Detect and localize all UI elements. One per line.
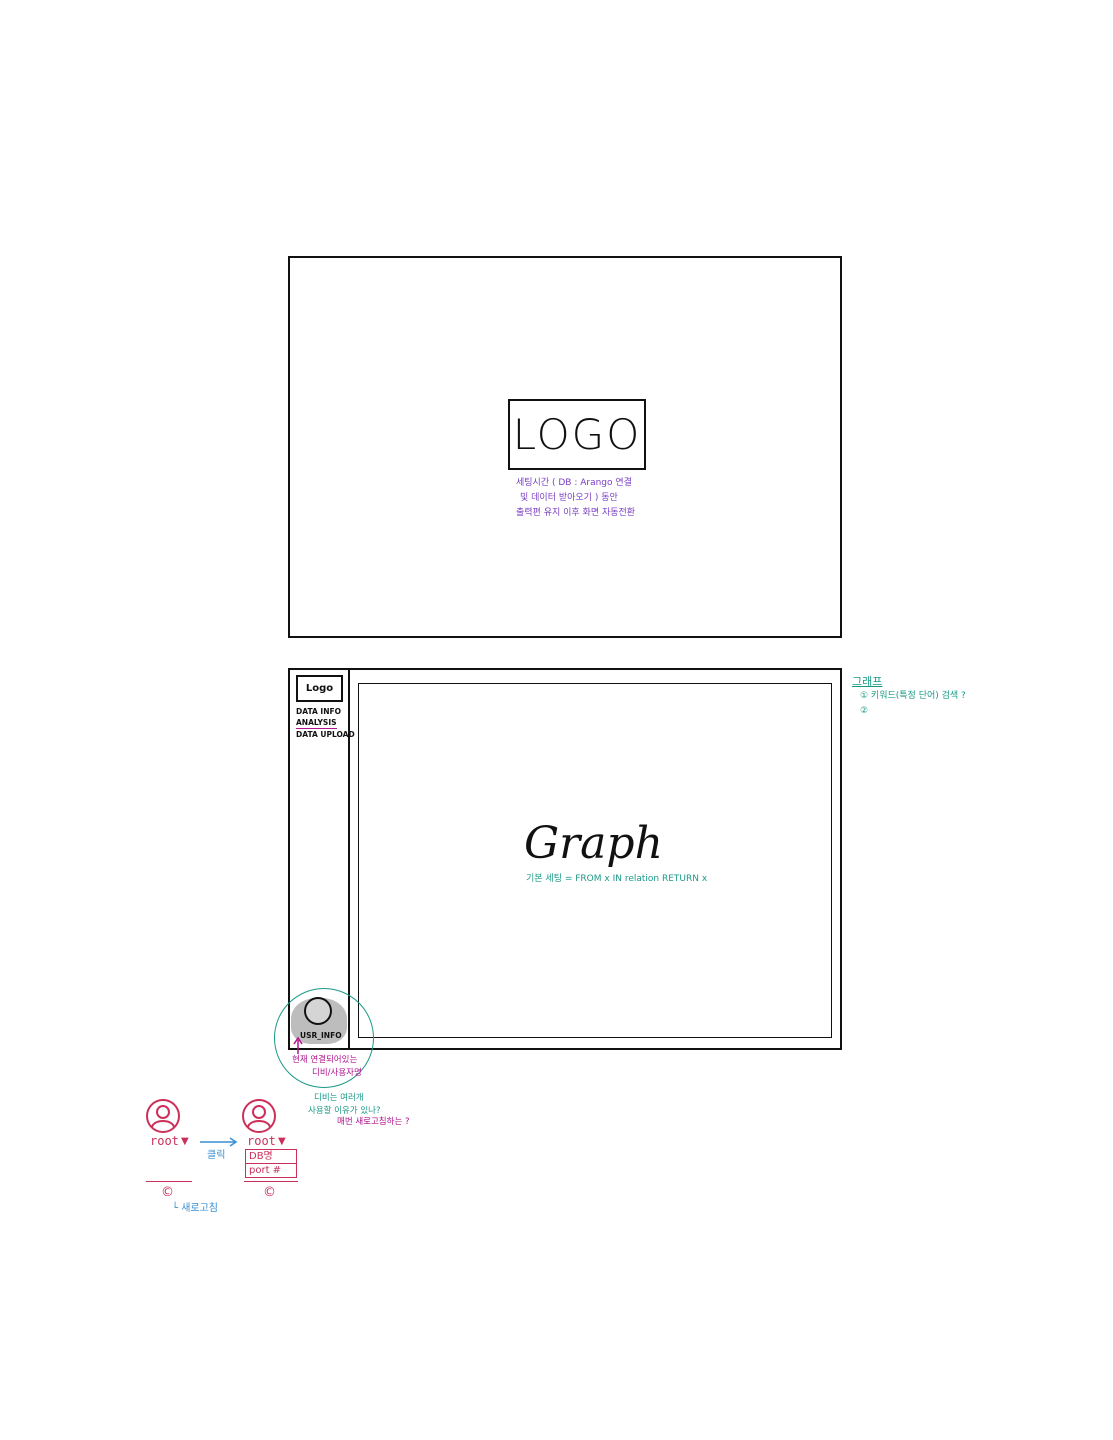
db-question-note: 디비는 여러개 사용할 이유가 있나? bbox=[308, 1092, 380, 1118]
graph-default-query-note: 기본 세팅 = FROM x IN relation RETURN x bbox=[526, 874, 708, 884]
sidebar-item-data-info[interactable]: DATA INFO bbox=[296, 707, 341, 716]
splash-note-line: 및 데이터 받아오기 ) 동안 bbox=[520, 493, 618, 503]
graph-side-note-item: ② bbox=[860, 706, 869, 716]
click-label: 클릭 bbox=[207, 1150, 226, 1161]
user-avatar-icon-after[interactable] bbox=[241, 1098, 277, 1134]
graph-side-note-title: 그래프 bbox=[852, 675, 883, 688]
splash-logo-box: LOGO bbox=[508, 399, 646, 470]
user-connection-note: 현재 연결되어있는 디비/사용자명 bbox=[292, 1054, 362, 1080]
refresh-label: └ 새로고침 bbox=[172, 1203, 218, 1214]
user-dropdown-menu: DB명 port # bbox=[245, 1149, 297, 1178]
main-screen-frame: Logo DATA INFO ANALYSIS DATA UPLOAD Grap… bbox=[288, 668, 842, 1050]
refresh-question-note: 매번 새로고침하는 ? bbox=[337, 1117, 410, 1127]
chevron-down-icon[interactable]: ▼ bbox=[181, 1136, 189, 1147]
splash-note-line: 세팅시간 ( DB : Arango 연결 bbox=[516, 478, 632, 488]
user-info-highlight-circle bbox=[274, 988, 374, 1088]
user-connection-note-line: 현재 연결되어있는 bbox=[292, 1055, 358, 1065]
sidebar-item-analysis[interactable]: ANALYSIS bbox=[296, 718, 337, 729]
refresh-icon[interactable]: © bbox=[263, 1185, 276, 1200]
divider bbox=[244, 1181, 298, 1182]
user-note-arrow bbox=[293, 1036, 303, 1054]
graph-title: Graph bbox=[524, 818, 663, 869]
sidebar-logo-box[interactable]: Logo bbox=[296, 675, 343, 702]
user-avatar-icon-before[interactable] bbox=[145, 1098, 181, 1134]
db-question-note-line: 디비는 여러개 bbox=[314, 1093, 364, 1103]
graph-side-note-item: ① 키워드(특정 단어) 검색 ? bbox=[860, 691, 966, 701]
sidebar: Logo DATA INFO ANALYSIS DATA UPLOAD bbox=[290, 670, 355, 1048]
user-name-after[interactable]: root bbox=[247, 1134, 276, 1148]
dropdown-item-port[interactable]: port # bbox=[249, 1165, 282, 1176]
splash-screen-frame: LOGO 세팅시간 ( DB : Arango 연결 및 데이터 받아오기 ) … bbox=[288, 256, 842, 638]
divider bbox=[146, 1181, 192, 1182]
splash-logo-text: LOGO bbox=[512, 410, 642, 459]
refresh-icon[interactable]: © bbox=[161, 1185, 174, 1200]
sidebar-item-data-upload[interactable]: DATA UPLOAD bbox=[296, 730, 355, 739]
graph-side-note: 그래프 ① 키워드(특정 단어) 검색 ? ② bbox=[852, 674, 966, 719]
graph-area[interactable]: Graph 기본 세팅 = FROM x IN relation RETURN … bbox=[358, 683, 832, 1038]
user-name-before[interactable]: root bbox=[150, 1134, 179, 1148]
dropdown-item-db-name[interactable]: DB명 bbox=[246, 1150, 296, 1164]
splash-note-line: 출력편 유지 이후 화면 자동전환 bbox=[516, 508, 636, 518]
user-info-label[interactable]: USR_INFO bbox=[300, 1031, 342, 1040]
db-question-note-line: 사용할 이유가 있나? bbox=[308, 1106, 381, 1116]
arrow-right-icon bbox=[200, 1137, 238, 1147]
sidebar-menu: DATA INFO ANALYSIS DATA UPLOAD bbox=[296, 706, 355, 740]
splash-note: 세팅시간 ( DB : Arango 연결 및 데이터 받아오기 ) 동안 출력… bbox=[516, 476, 635, 521]
user-avatar-icon[interactable] bbox=[304, 997, 332, 1025]
chevron-down-icon[interactable]: ▼ bbox=[278, 1136, 286, 1147]
sidebar-logo-text: Logo bbox=[305, 683, 334, 694]
user-connection-note-line: 디비/사용자명 bbox=[312, 1068, 362, 1078]
